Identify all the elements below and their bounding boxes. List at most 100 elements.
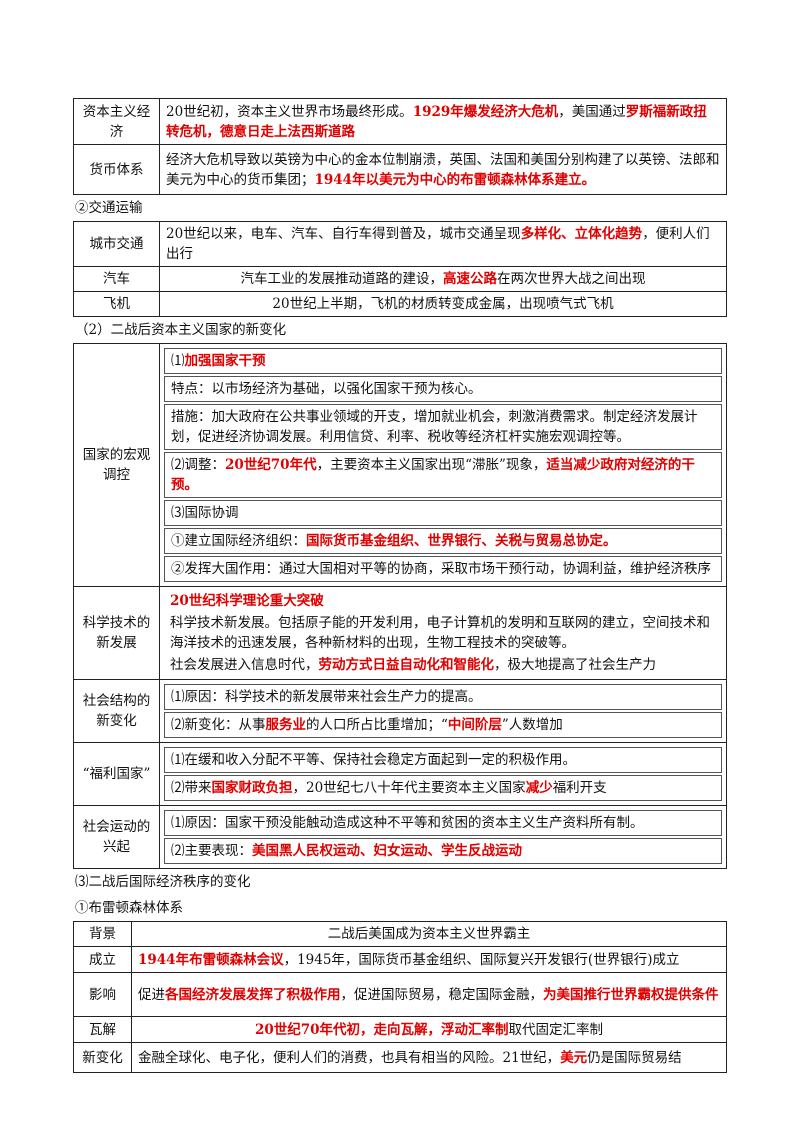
- highlight-text: 各国经济发展发挥了积极作用: [165, 986, 341, 1003]
- table-row: 城市交通 20世纪以来，电车、汽车、自行车得到普及，城市交通呈现多样化、立体化趋…: [73, 221, 727, 267]
- highlight-text: 美元: [560, 1049, 588, 1066]
- table-row: 科学技术的新发展 20世纪科学理论重大突破 科学技术新发展。包括原子能的开发利用…: [73, 586, 727, 680]
- highlight-text: 1944年以美元为中心的布雷顿森林体系建立。: [314, 171, 596, 188]
- text: ，主要资本主义国家出现“滞胀”现象，: [316, 457, 547, 473]
- table-row: 货币体系 经济大危机导致以英镑为中心的金本位制崩溃，英国、法国和美国分别构建了以…: [73, 144, 727, 195]
- table-row: 汽车 汽车工业的发展推动道路的建设，高速公路在两次世界大战之间出现: [73, 266, 727, 292]
- text: ，便利人们出行: [166, 226, 710, 262]
- highlight-text: 适当减少政府对经济的干预。: [171, 457, 695, 493]
- highlight-text: 1929年爆发经济大危机: [412, 103, 559, 120]
- row-label: 新变化: [73, 1042, 132, 1073]
- item: ⑴在缓和收入分配不平等、保持社会稳定方面起到一定的积极作用。: [164, 747, 722, 773]
- table-row: 背景 二战后美国成为资本主义世界霸主: [73, 921, 727, 947]
- table-row: 影响 促进各国经济发展发挥了积极作用，促进国际贸易，稳定国际金融，为美国推行世界…: [73, 972, 727, 1017]
- section-heading: （2）二战后资本主义国家的新变化: [75, 322, 287, 338]
- text: 20世纪以来，电车、汽车、自行车得到普及，城市交通呈现: [166, 226, 521, 242]
- row-content: 促进各国经济发展发挥了积极作用，促进国际贸易，稳定国际金融，为美国推行世界霸权提…: [131, 972, 727, 1017]
- row-label: 飞机: [73, 291, 160, 317]
- item: ②发挥大国作用：通过大国相对平等的协商，采取市场干预行动，协调利益，维护经济秩序: [164, 556, 722, 582]
- row-label: 影响: [73, 972, 132, 1017]
- economy-table: 资本主义经济 20世纪初，资本主义世界市场最终形成。1929年爆发经济大危机，美…: [73, 98, 727, 195]
- row-label: 城市交通: [73, 221, 160, 267]
- item: ⑴原因：国家干预没能触动造成这种不平等和贫困的资本主义生产资料所有制。: [164, 810, 722, 836]
- row-label: 背景: [73, 921, 132, 947]
- highlight-text: 国家财政负担: [211, 780, 293, 796]
- highlight-text: 加强国家干预: [184, 353, 266, 369]
- highlight-text: 国际货币基金组织、世界银行、关税与贸易总协定。: [306, 533, 617, 549]
- bretton-woods-table: 背景 二战后美国成为资本主义世界霸主 成立 1944年布雷顿森林会议，1945年…: [73, 921, 727, 1073]
- table-row: 新变化 金融全球化、电子化，便利人们的消费，也具有相当的风险。21世纪，美元仍是…: [73, 1042, 727, 1073]
- table-row: 瓦解 20世纪70年代初，走向瓦解，浮动汇率制取代固定汇率制: [73, 1016, 727, 1043]
- highlight-text: 中间阶层: [447, 717, 502, 733]
- table-row: “福利国家” ⑴在缓和收入分配不平等、保持社会稳定方面起到一定的积极作用。 ⑵带…: [73, 742, 727, 806]
- row-label: 社会运动的兴起: [73, 805, 160, 869]
- text: ，促进国际贸易，稳定国际金融，: [340, 986, 544, 1003]
- text: 的人口所占比重增加；“: [306, 717, 448, 733]
- row-content: 20世纪以来，电车、汽车、自行车得到普及，城市交通呈现多样化、立体化趋势，便利人…: [159, 221, 727, 267]
- item: ⑵带来国家财政负担，20世纪七八十年代主要资本主义国家减少福利开支: [164, 775, 722, 801]
- row-content: 20世纪科学理论重大突破 科学技术新发展。包括原子能的开发利用，电子计算机的发明…: [159, 586, 727, 680]
- row-content: 20世纪上半期，飞机的材质转变成金属，出现喷气式飞机: [159, 291, 727, 317]
- text: ，1945年，国际货币基金组织、国际复兴开发银行(世界银行)成立: [283, 951, 680, 968]
- text: 经济大危机导致以英镑为中心的金本位制崩溃，英国、法国和美国分别构建了以英镑、法郎…: [166, 151, 720, 188]
- highlight-text: 劳动方式日益自动化和智能化: [318, 657, 495, 673]
- item: 科学技术新发展。包括原子能的开发利用，电子计算机的发明和互联网的建立，空间技术和…: [170, 615, 710, 651]
- item: 社会发展进入信息时代，劳动方式日益自动化和智能化，极大地提高了社会生产力: [164, 655, 722, 675]
- item: 措施：加大政府在公共事业领域的开支，增加就业机会，刺激消费需求。制定经济发展计划…: [164, 404, 722, 450]
- highlight-text: 20世纪70年代: [225, 457, 317, 473]
- text: ⑵调整：: [171, 457, 225, 473]
- row-label: 成立: [73, 946, 132, 973]
- highlight-text: 美国黑人民权运动、妇女运动、学生反战运动: [252, 843, 522, 859]
- text: ①建立国际经济组织：: [171, 533, 306, 549]
- section-heading: ②交通运输: [75, 200, 143, 216]
- text: 金融全球化、电子化，便利人们的消费，也具有相当的风险。21世纪，: [138, 1049, 561, 1066]
- row-label: “福利国家”: [73, 742, 160, 806]
- table-row: 成立 1944年布雷顿森林会议，1945年，国际货币基金组织、国际复兴开发银行(…: [73, 946, 727, 973]
- text: 取代固定汇率制: [508, 1021, 604, 1038]
- row-content: 1944年布雷顿森林会议，1945年，国际货币基金组织、国际复兴开发银行(世界银…: [131, 946, 727, 973]
- row-label: 资本主义经济: [73, 98, 160, 145]
- row-label: 国家的宏观调控: [73, 343, 160, 587]
- table-row: 社会结构的新变化 ⑴原因：科学技术的新发展带来社会生产力的提高。 ⑵新变化：从事…: [73, 679, 727, 743]
- row-content: ⑴在缓和收入分配不平等、保持社会稳定方面起到一定的积极作用。 ⑵带来国家财政负担…: [159, 742, 727, 806]
- item: ⑶国际协调: [164, 500, 722, 526]
- table-row: 国家的宏观调控 ⑴加强国家干预 特点：以市场经济为基础，以强化国家干预为核心。 …: [73, 343, 727, 587]
- row-content: 汽车工业的发展推动道路的建设，高速公路在两次世界大战之间出现: [159, 266, 727, 292]
- item: ①建立国际经济组织：国际货币基金组织、世界银行、关税与贸易总协定。: [164, 528, 722, 554]
- row-content: ⑴原因：国家干预没能触动造成这种不平等和贫困的资本主义生产资料所有制。 ⑵主要表…: [159, 805, 727, 869]
- text: ，20世纪七八十年代主要资本主义国家: [292, 780, 526, 796]
- text: 社会发展进入信息时代，: [170, 657, 319, 673]
- document-page: 资本主义经济 20世纪初，资本主义世界市场最终形成。1929年爆发经济大危机，美…: [73, 92, 727, 1073]
- highlight-text: 1944年布雷顿森林会议: [138, 951, 284, 968]
- row-content: 金融全球化、电子化，便利人们的消费，也具有相当的风险。21世纪，美元仍是国际贸易…: [131, 1042, 727, 1073]
- row-label: 科学技术的新发展: [73, 586, 160, 680]
- item: ⑴原因：科学技术的新发展带来社会生产力的提高。: [164, 684, 722, 710]
- row-label: 货币体系: [73, 144, 160, 195]
- transport-table: 城市交通 20世纪以来，电车、汽车、自行车得到普及，城市交通呈现多样化、立体化趋…: [73, 221, 727, 317]
- text: 仍是国际贸易结: [587, 1049, 682, 1066]
- highlight-text: 20世纪70年代初，走向瓦解，浮动汇率制: [254, 1021, 509, 1038]
- text: 福利开支: [552, 780, 607, 796]
- highlight-text: 服务业: [265, 717, 307, 733]
- highlight-text: 高速公路: [443, 271, 497, 287]
- row-label: 瓦解: [73, 1016, 132, 1043]
- row-content: 二战后美国成为资本主义世界霸主: [131, 921, 727, 947]
- item: ⑵新变化：从事服务业的人口所占比重增加；“中间阶层”人数增加: [164, 712, 722, 738]
- row-content: ⑴原因：科学技术的新发展带来社会生产力的提高。 ⑵新变化：从事服务业的人口所占比…: [159, 679, 727, 743]
- item: ⑵调整：20世纪70年代，主要资本主义国家出现“滞胀”现象，适当减少政府对经济的…: [164, 452, 722, 498]
- highlight-text: 多样化、立体化趋势: [520, 226, 643, 242]
- text: 20世纪初，资本主义世界市场最终形成。: [166, 103, 413, 120]
- table-row: 飞机 20世纪上半期，飞机的材质转变成金属，出现喷气式飞机: [73, 291, 727, 317]
- row-content: 经济大危机导致以英镑为中心的金本位制崩溃，英国、法国和美国分别构建了以英镑、法郎…: [159, 144, 727, 195]
- row-content: 20世纪70年代初，走向瓦解，浮动汇率制取代固定汇率制: [131, 1016, 727, 1043]
- text: ⑵新变化：从事: [171, 717, 266, 733]
- row-label: 汽车: [73, 266, 160, 292]
- text: ⑵主要表现：: [171, 843, 252, 859]
- item: ⑴加强国家干预: [164, 348, 722, 374]
- highlight-text: 减少: [525, 780, 553, 796]
- highlight-text: 罗斯福新政扭转危机，德意日走上法西斯道路: [166, 103, 707, 140]
- text: ，极大地提高了社会生产力: [494, 657, 656, 673]
- row-content: 20世纪初，资本主义世界市场最终形成。1929年爆发经济大危机，美国通过罗斯福新…: [159, 98, 727, 145]
- text: 汽车工业的发展推动道路的建设，: [240, 271, 444, 287]
- item: 20世纪科学理论重大突破: [164, 591, 722, 611]
